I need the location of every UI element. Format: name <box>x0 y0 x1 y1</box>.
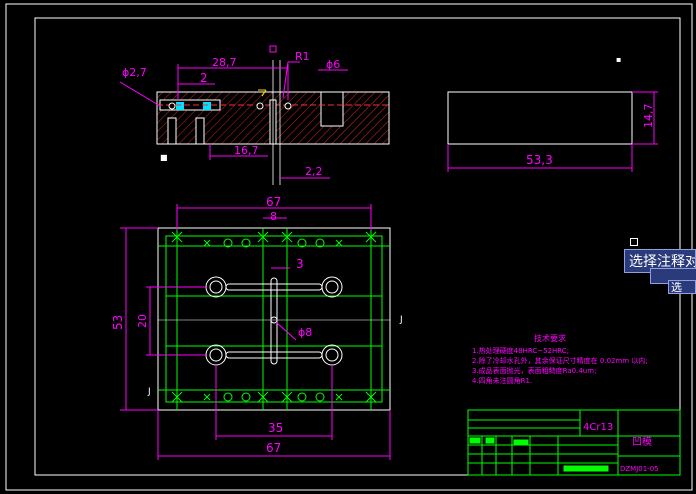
dim-plan-67-top: 67 <box>266 195 281 209</box>
section-slot <box>320 91 344 127</box>
side-view: 14,7 53,3 ▪ <box>447 55 658 172</box>
annotation-tooltip-short[interactable]: 选 <box>668 280 696 294</box>
dim-plan-20: 20 <box>136 314 149 328</box>
tech-title: 技术要求 <box>534 333 566 343</box>
tech-line-3: 3.成品表面抛光，表面粗糙度Ra0.4um; <box>472 366 596 375</box>
tech-line-2: 2.除了冷却水孔外，其余保证尺寸精度在 0.02mm 以内; <box>472 356 648 365</box>
dim-2-2: 2,2 <box>305 165 323 178</box>
dim-plan-53: 53 <box>111 315 125 330</box>
inner-border <box>34 17 681 476</box>
plan-inner-green <box>165 235 383 403</box>
dim-phi-2-7: ϕ2,7 <box>122 66 147 79</box>
section-mark-left: J <box>147 387 151 397</box>
title-part-name: 凹模 <box>632 436 652 448</box>
section-mark-right: J <box>399 315 403 325</box>
section-view: ϕ2,7 28,7 2 R1 ϕ6 16,7 2,2 ■ <box>119 45 390 185</box>
dim-plan-8: 8 <box>270 210 277 223</box>
top-marker <box>269 45 277 53</box>
dim-28-7: 28,7 <box>212 56 237 69</box>
selection-grip[interactable] <box>630 238 638 246</box>
plan-outline <box>157 227 391 411</box>
view-marker-c: ■ <box>160 153 168 162</box>
cooling-channels <box>205 276 343 366</box>
outer-border <box>5 3 693 491</box>
title-block <box>467 409 681 476</box>
roughness-mark: ▪ <box>616 55 621 64</box>
dim-16-7: 16,7 <box>234 144 259 157</box>
dim-2: 2 <box>200 71 208 85</box>
tech-line-4: 4.四角未注圆角R1. <box>472 376 532 385</box>
tech-line-1: 1.热处理硬度48HRC~52HRC; <box>472 346 569 355</box>
dim-53-3: 53,3 <box>526 153 553 167</box>
dim-plan-67-bottom: 67 <box>266 441 281 455</box>
title-drawing-no: DZMJ01-05 <box>620 465 659 473</box>
plan-view: 67 8 3 53 20 ϕ8 35 67 J J <box>111 195 403 460</box>
dim-plan-3: 3 <box>296 257 304 271</box>
dim-plan-35: 35 <box>268 421 283 435</box>
pin-holes <box>223 238 325 402</box>
tech-requirements: 技术要求 1.热处理硬度48HRC~52HRC; 2.除了冷却水孔外，其余保证尺… <box>472 333 648 385</box>
dim-phi-6: ϕ6 <box>326 58 340 71</box>
corner-marks <box>171 231 377 403</box>
dim-r1: R1 <box>295 50 310 63</box>
side-body <box>447 91 633 145</box>
dim-plan-phi-8: ϕ8 <box>298 326 312 339</box>
title-material: 4Cr13 <box>583 422 613 433</box>
dim-14-7: 14,7 <box>642 104 655 129</box>
